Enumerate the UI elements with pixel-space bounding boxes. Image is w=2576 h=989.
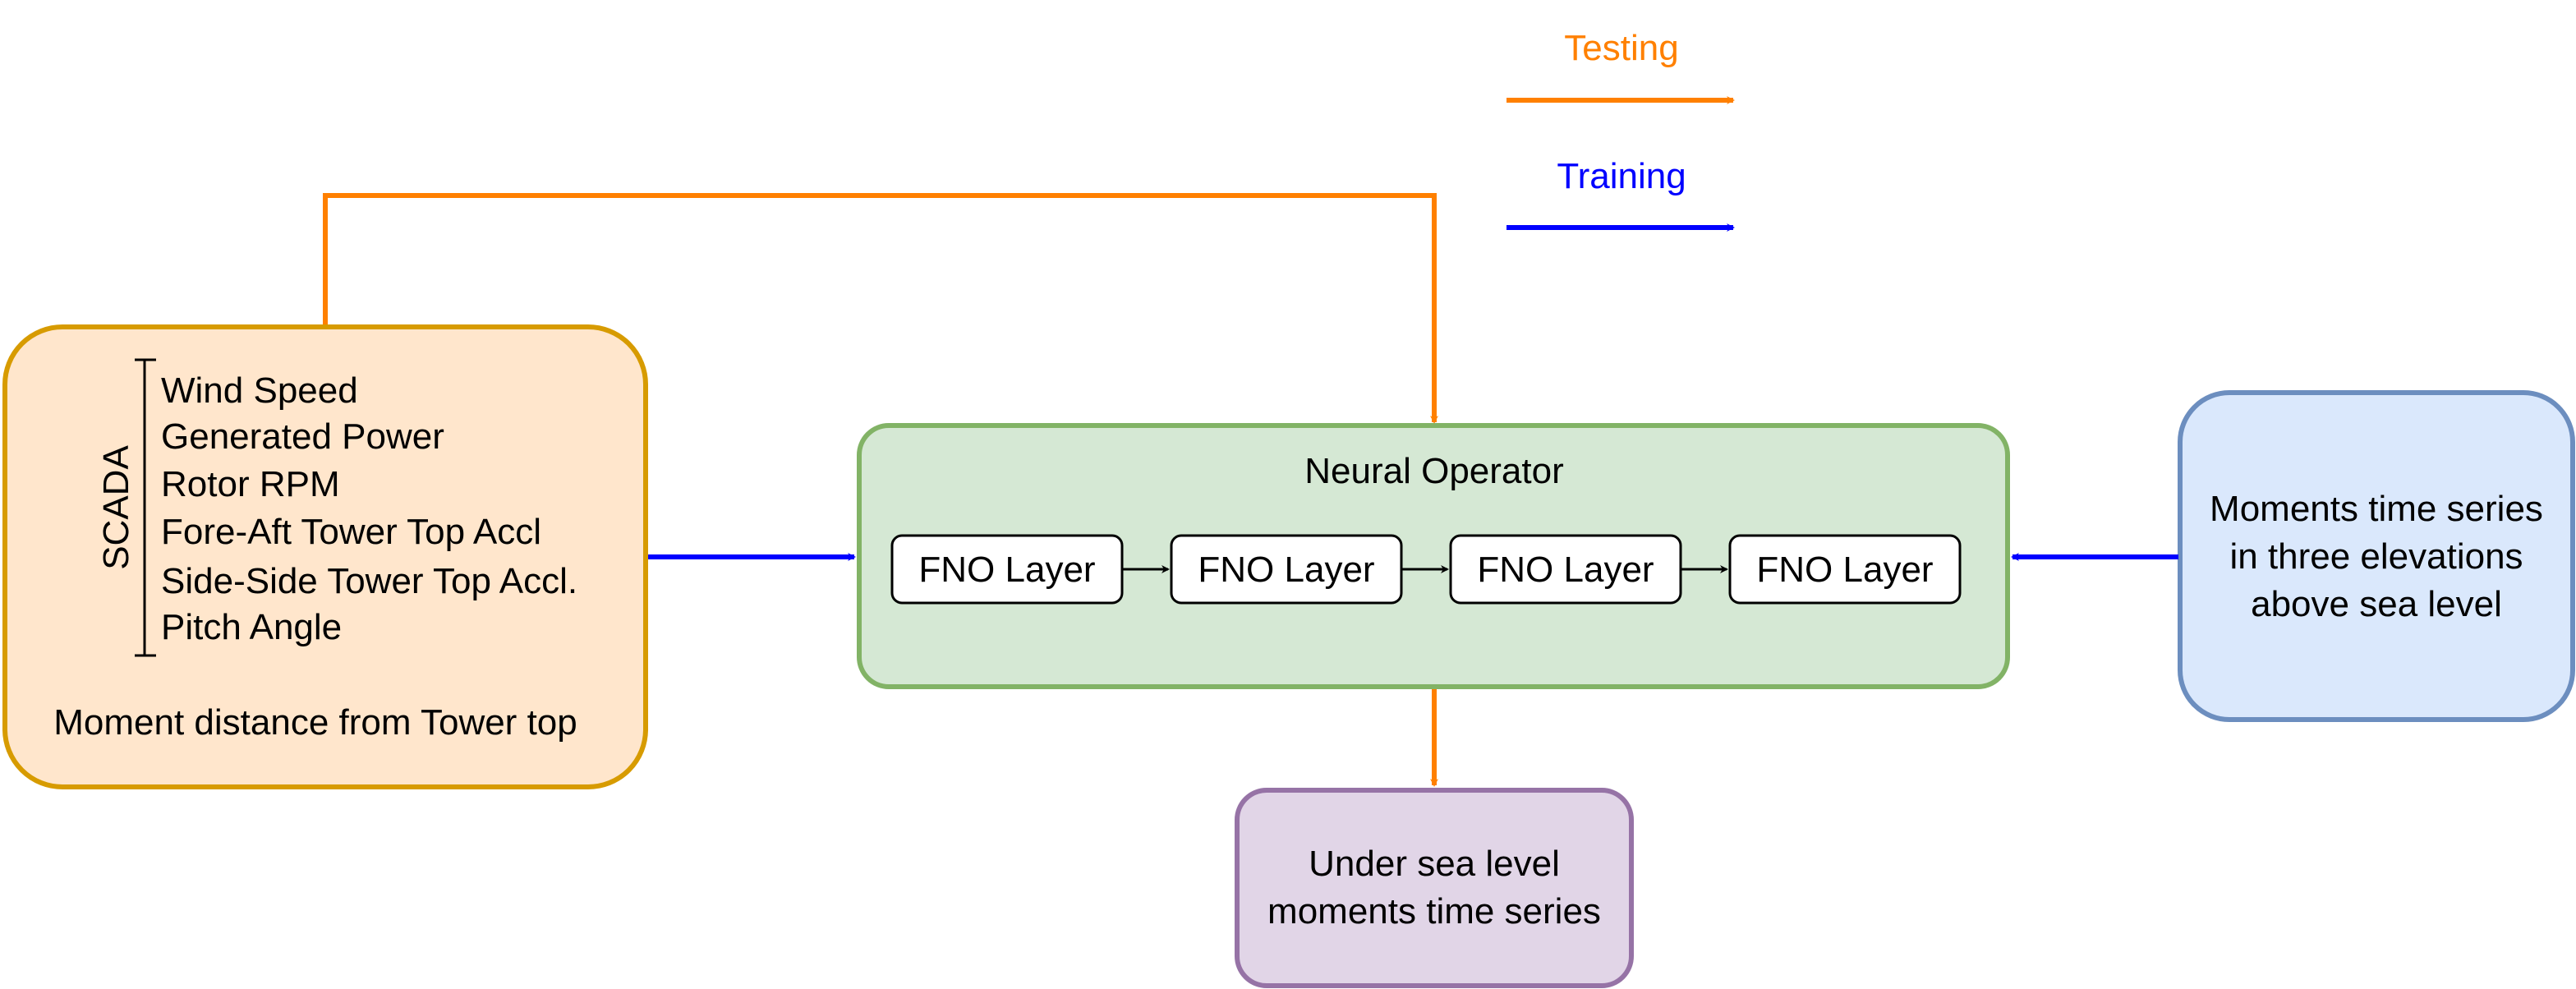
above-sea-level-line-2: in three elevations — [2229, 536, 2523, 577]
under-sea-level-text: Under sea level moments time series — [1267, 844, 1601, 932]
scada-item-rotor-rpm: Rotor RPM — [161, 464, 340, 504]
under-sea-level-box — [1235, 788, 1634, 988]
fno-layer-label-1: FNO Layer — [918, 550, 1095, 590]
testing-connector-input-to-operator — [323, 193, 1438, 424]
scada-item-fore-aft-accl: Fore-Aft Tower Top Accl — [161, 512, 541, 552]
neural-operator-box — [857, 423, 2010, 689]
scada-group-label: SCADA — [96, 445, 136, 570]
fno-layer-label-2: FNO Layer — [1198, 550, 1374, 590]
under-sea-level-line-1: Under sea level — [1309, 844, 1560, 884]
fno-layers: FNO Layer FNO Layer FNO Layer FNO Layer — [890, 534, 1962, 605]
scada-item-generated-power: Generated Power — [161, 416, 444, 457]
scada-bracket — [135, 358, 156, 657]
fno-layer-label-3: FNO Layer — [1477, 550, 1654, 590]
input-box — [2, 324, 648, 789]
legend-training-label: Training — [1557, 156, 1686, 196]
scada-items: Wind Speed Generated Power Rotor RPM For… — [161, 370, 577, 647]
scada-item-side-side-accl: Side-Side Tower Top Accl. — [161, 561, 577, 601]
above-sea-level-box — [2178, 390, 2575, 722]
scada-item-pitch-angle: Pitch Angle — [161, 607, 342, 647]
above-sea-level-line-3: above sea level — [2251, 584, 2502, 624]
scada-item-wind-speed: Wind Speed — [161, 370, 358, 411]
above-sea-level-line-1: Moments time series — [2210, 489, 2543, 529]
legend-testing-label: Testing — [1564, 28, 1678, 68]
moment-distance-label: Moment distance from Tower top — [53, 702, 577, 743]
under-sea-level-line-2: moments time series — [1267, 891, 1601, 932]
fno-layer-box-4 — [1728, 534, 1962, 605]
neural-operator-title: Neural Operator — [1304, 451, 1563, 491]
fno-layer-label-4: FNO Layer — [1756, 550, 1933, 590]
above-sea-level-text: Moments time series in three elevations … — [2210, 489, 2543, 624]
